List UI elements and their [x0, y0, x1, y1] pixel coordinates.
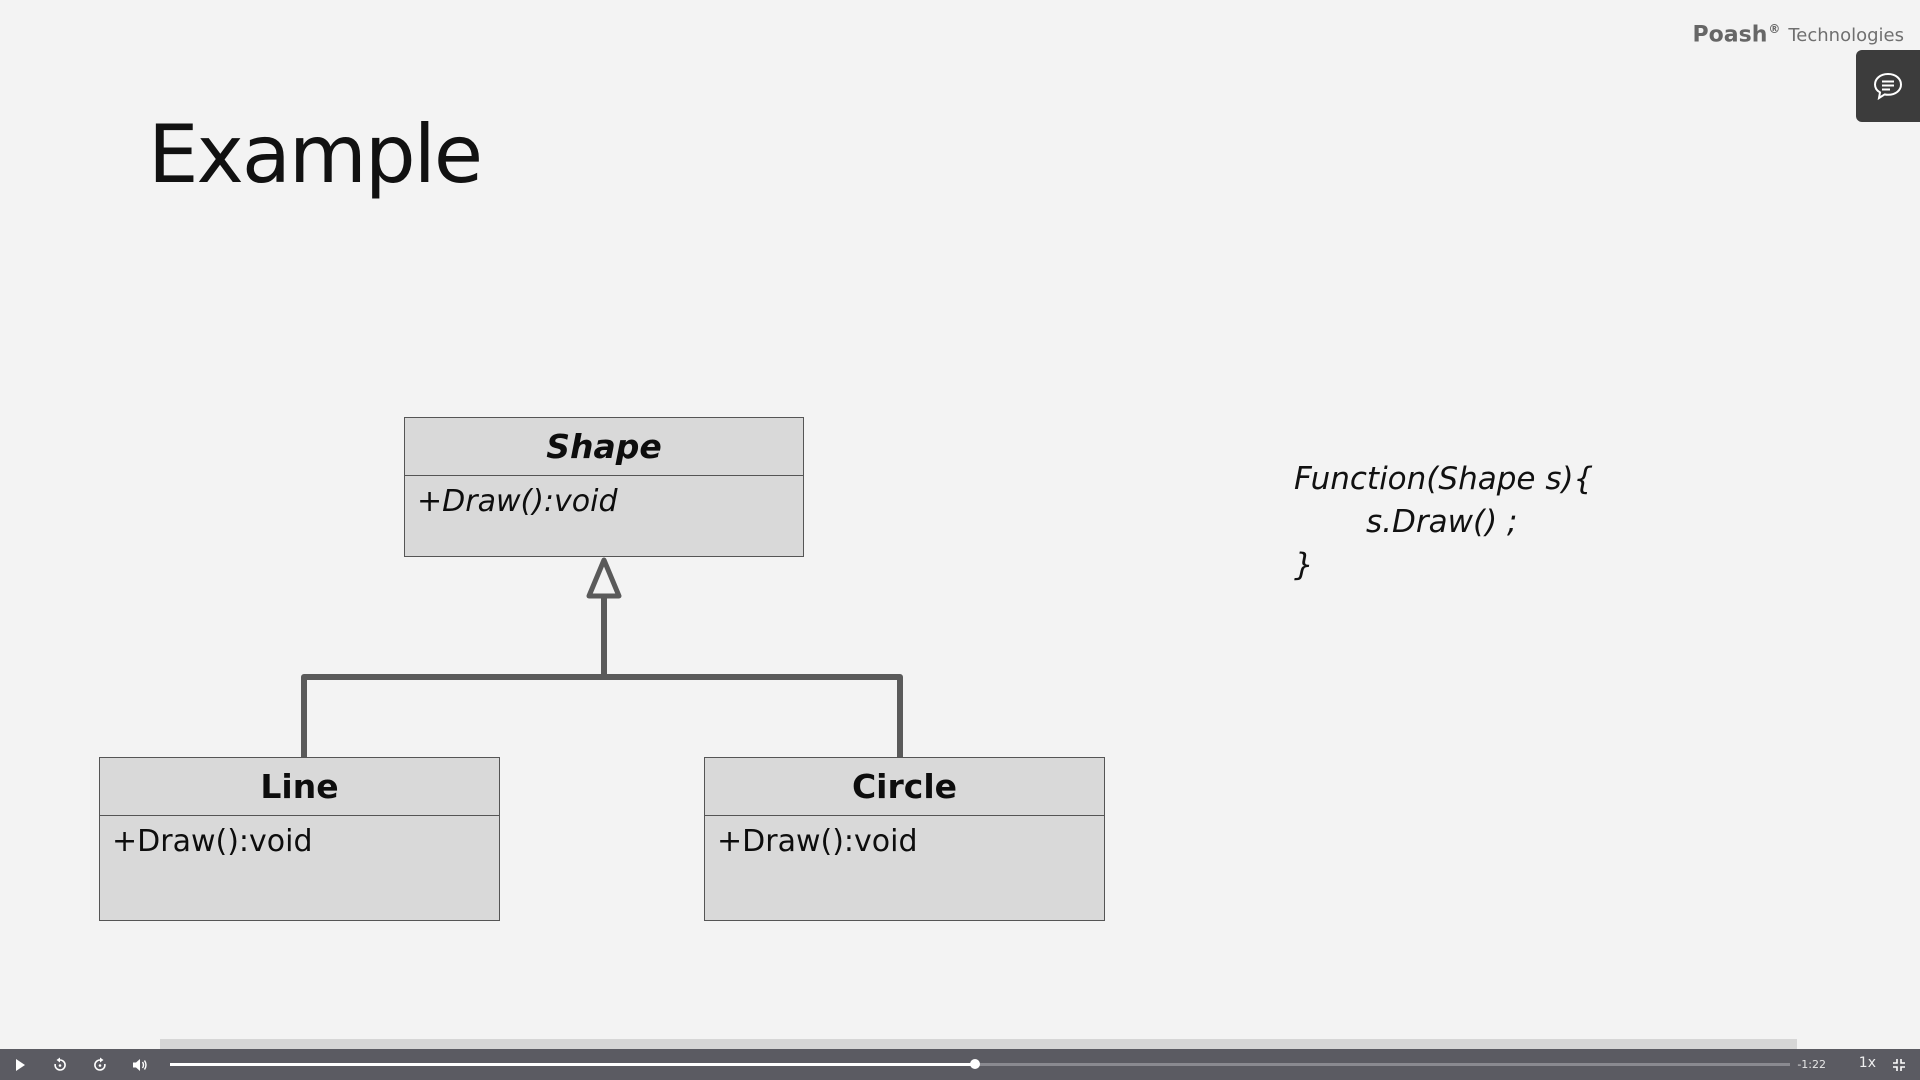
rewind-icon [54, 1057, 66, 1071]
progress-handle[interactable] [970, 1059, 981, 1069]
uml-class-shape: Shape +Draw():void [404, 417, 804, 557]
chat-button[interactable] [1856, 50, 1920, 122]
code-sample: Function(Shape s){ s.Draw() ; } [1294, 458, 1593, 587]
code-line: Function(Shape s){ [1294, 461, 1594, 497]
uml-method: +Draw():void [112, 824, 313, 859]
code-line: } [1294, 547, 1314, 583]
time-remaining: -1:22 [1797, 1058, 1826, 1071]
brand-logo: Poash® Technologies [1693, 22, 1904, 47]
rewind-button[interactable] [40, 1049, 80, 1080]
progress-bar[interactable] [170, 1059, 1790, 1069]
uml-method: +Draw():void [417, 484, 618, 519]
volume-icon [133, 1058, 147, 1071]
uml-class-name: Shape [405, 418, 803, 476]
chat-icon [1873, 72, 1903, 101]
uml-class-name: Line [100, 758, 499, 816]
brand-subtitle: Technologies [1788, 25, 1904, 47]
connector-line-branch [301, 674, 903, 757]
forward-icon [94, 1057, 106, 1071]
exit-fullscreen-button[interactable] [1884, 1049, 1914, 1080]
uml-method: +Draw():void [717, 824, 918, 859]
player-control-bar: -1:22 1x [0, 1049, 1920, 1080]
brand-name: Poash® [1692, 22, 1781, 48]
play-button[interactable] [0, 1049, 40, 1080]
progress-fill [170, 1063, 976, 1066]
playback-speed-button[interactable]: 1x [1858, 1055, 1876, 1071]
registered-mark: ® [1768, 22, 1781, 36]
exit-fullscreen-icon [1893, 1058, 1905, 1071]
uml-class-name: Circle [705, 758, 1104, 816]
forward-button[interactable] [80, 1049, 120, 1080]
uml-class-circle: Circle +Draw():void [704, 757, 1105, 921]
volume-button[interactable] [120, 1049, 160, 1080]
slide-title: Example [148, 108, 483, 201]
uml-class-line: Line +Draw():void [99, 757, 500, 921]
seek-hover-track[interactable] [160, 1039, 1797, 1049]
inheritance-arrowhead [586, 557, 622, 599]
code-line: s.Draw() ; [1366, 504, 1518, 540]
play-icon [16, 1058, 25, 1071]
